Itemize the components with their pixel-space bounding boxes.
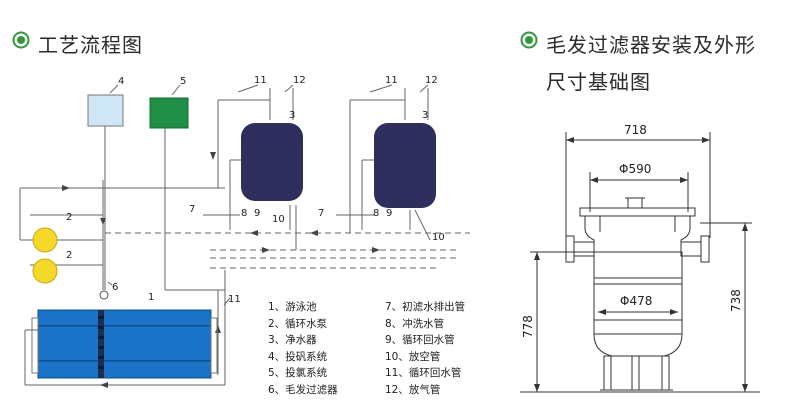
legend-item: 2、循环水泵: [268, 317, 328, 330]
dim-left-height: 778: [521, 315, 535, 338]
dim-inner-width: Φ590: [619, 162, 651, 176]
process-flow-diagram: 4 5 11 12 11 12 3 3 2 2 6 1 11 7 8 9 10 …: [19, 75, 470, 388]
label-4: 4: [118, 76, 124, 87]
label-12b: 12: [425, 75, 438, 86]
dim-top-width: 718: [624, 123, 647, 137]
hair-filter-drawing: 718 Φ590 Φ478 738 778: [520, 123, 760, 393]
legend-item: 12、放气管: [385, 383, 441, 396]
circulation-pump-2: [32, 258, 58, 284]
label-9b: 9: [386, 208, 392, 219]
label-2a: 2: [66, 212, 72, 223]
label-5: 5: [180, 76, 186, 87]
filter-heading-line1: 毛发过滤器安装及外形: [546, 33, 756, 57]
alum-dosing-box: [87, 94, 124, 127]
legend-right: 7、初滤水排出管 8、冲洗水管 9、循环回水管 10、放空管 11、循环回水管 …: [385, 299, 465, 399]
label-8b: 8: [373, 208, 379, 219]
label-7b: 7: [318, 208, 324, 219]
filter-heading-line2: 尺寸基础图: [546, 70, 651, 94]
hair-filter-symbol: [99, 290, 109, 300]
label-3b: 3: [422, 110, 428, 121]
legend-item: 4、投矾系统: [268, 350, 328, 363]
label-7a: 7: [189, 204, 195, 215]
legend-item: 7、初滤水排出管: [385, 301, 466, 313]
legend-left: 1、游泳池 2、循环水泵 3、净水器 4、投矾系统 5、投氯系统 6、毛发过滤器: [268, 299, 338, 399]
legend-item: 8、冲洗水管: [385, 317, 445, 330]
label-6: 6: [112, 282, 118, 293]
label-2b: 2: [66, 250, 72, 261]
bullet-icon: [12, 31, 30, 49]
water-purifier-tank-1: [241, 123, 303, 201]
legend-item: 1、游泳池: [268, 301, 317, 313]
circulation-pump-1: [32, 227, 58, 253]
dim-body-width: Φ478: [620, 294, 652, 308]
legend-item: 9、循环回水管: [385, 334, 455, 347]
water-purifier-tank-2: [374, 123, 436, 208]
legend-item: 6、毛发过滤器: [268, 383, 338, 396]
process-heading: 工艺流程图: [38, 33, 143, 57]
label-12a: 12: [293, 75, 306, 86]
label-11c: 11: [228, 294, 241, 305]
swimming-pool: [31, 309, 218, 379]
legend-item: 10、放空管: [385, 350, 441, 363]
label-10a: 10: [272, 214, 285, 225]
bullet-icon: [520, 31, 538, 49]
label-8a: 8: [241, 208, 247, 219]
label-11a: 11: [254, 75, 267, 86]
dim-right-height: 738: [729, 289, 743, 312]
label-10b: 10: [432, 232, 445, 243]
label-9a: 9: [254, 208, 260, 219]
chlorine-dosing-box: [149, 97, 189, 129]
label-1: 1: [148, 292, 154, 303]
legend-item: 5、投氯系统: [268, 367, 328, 380]
label-3a: 3: [289, 110, 295, 121]
legend-item: 11、循环回水管: [385, 367, 462, 380]
label-11b: 11: [385, 75, 398, 86]
legend-item: 3、净水器: [268, 334, 317, 347]
